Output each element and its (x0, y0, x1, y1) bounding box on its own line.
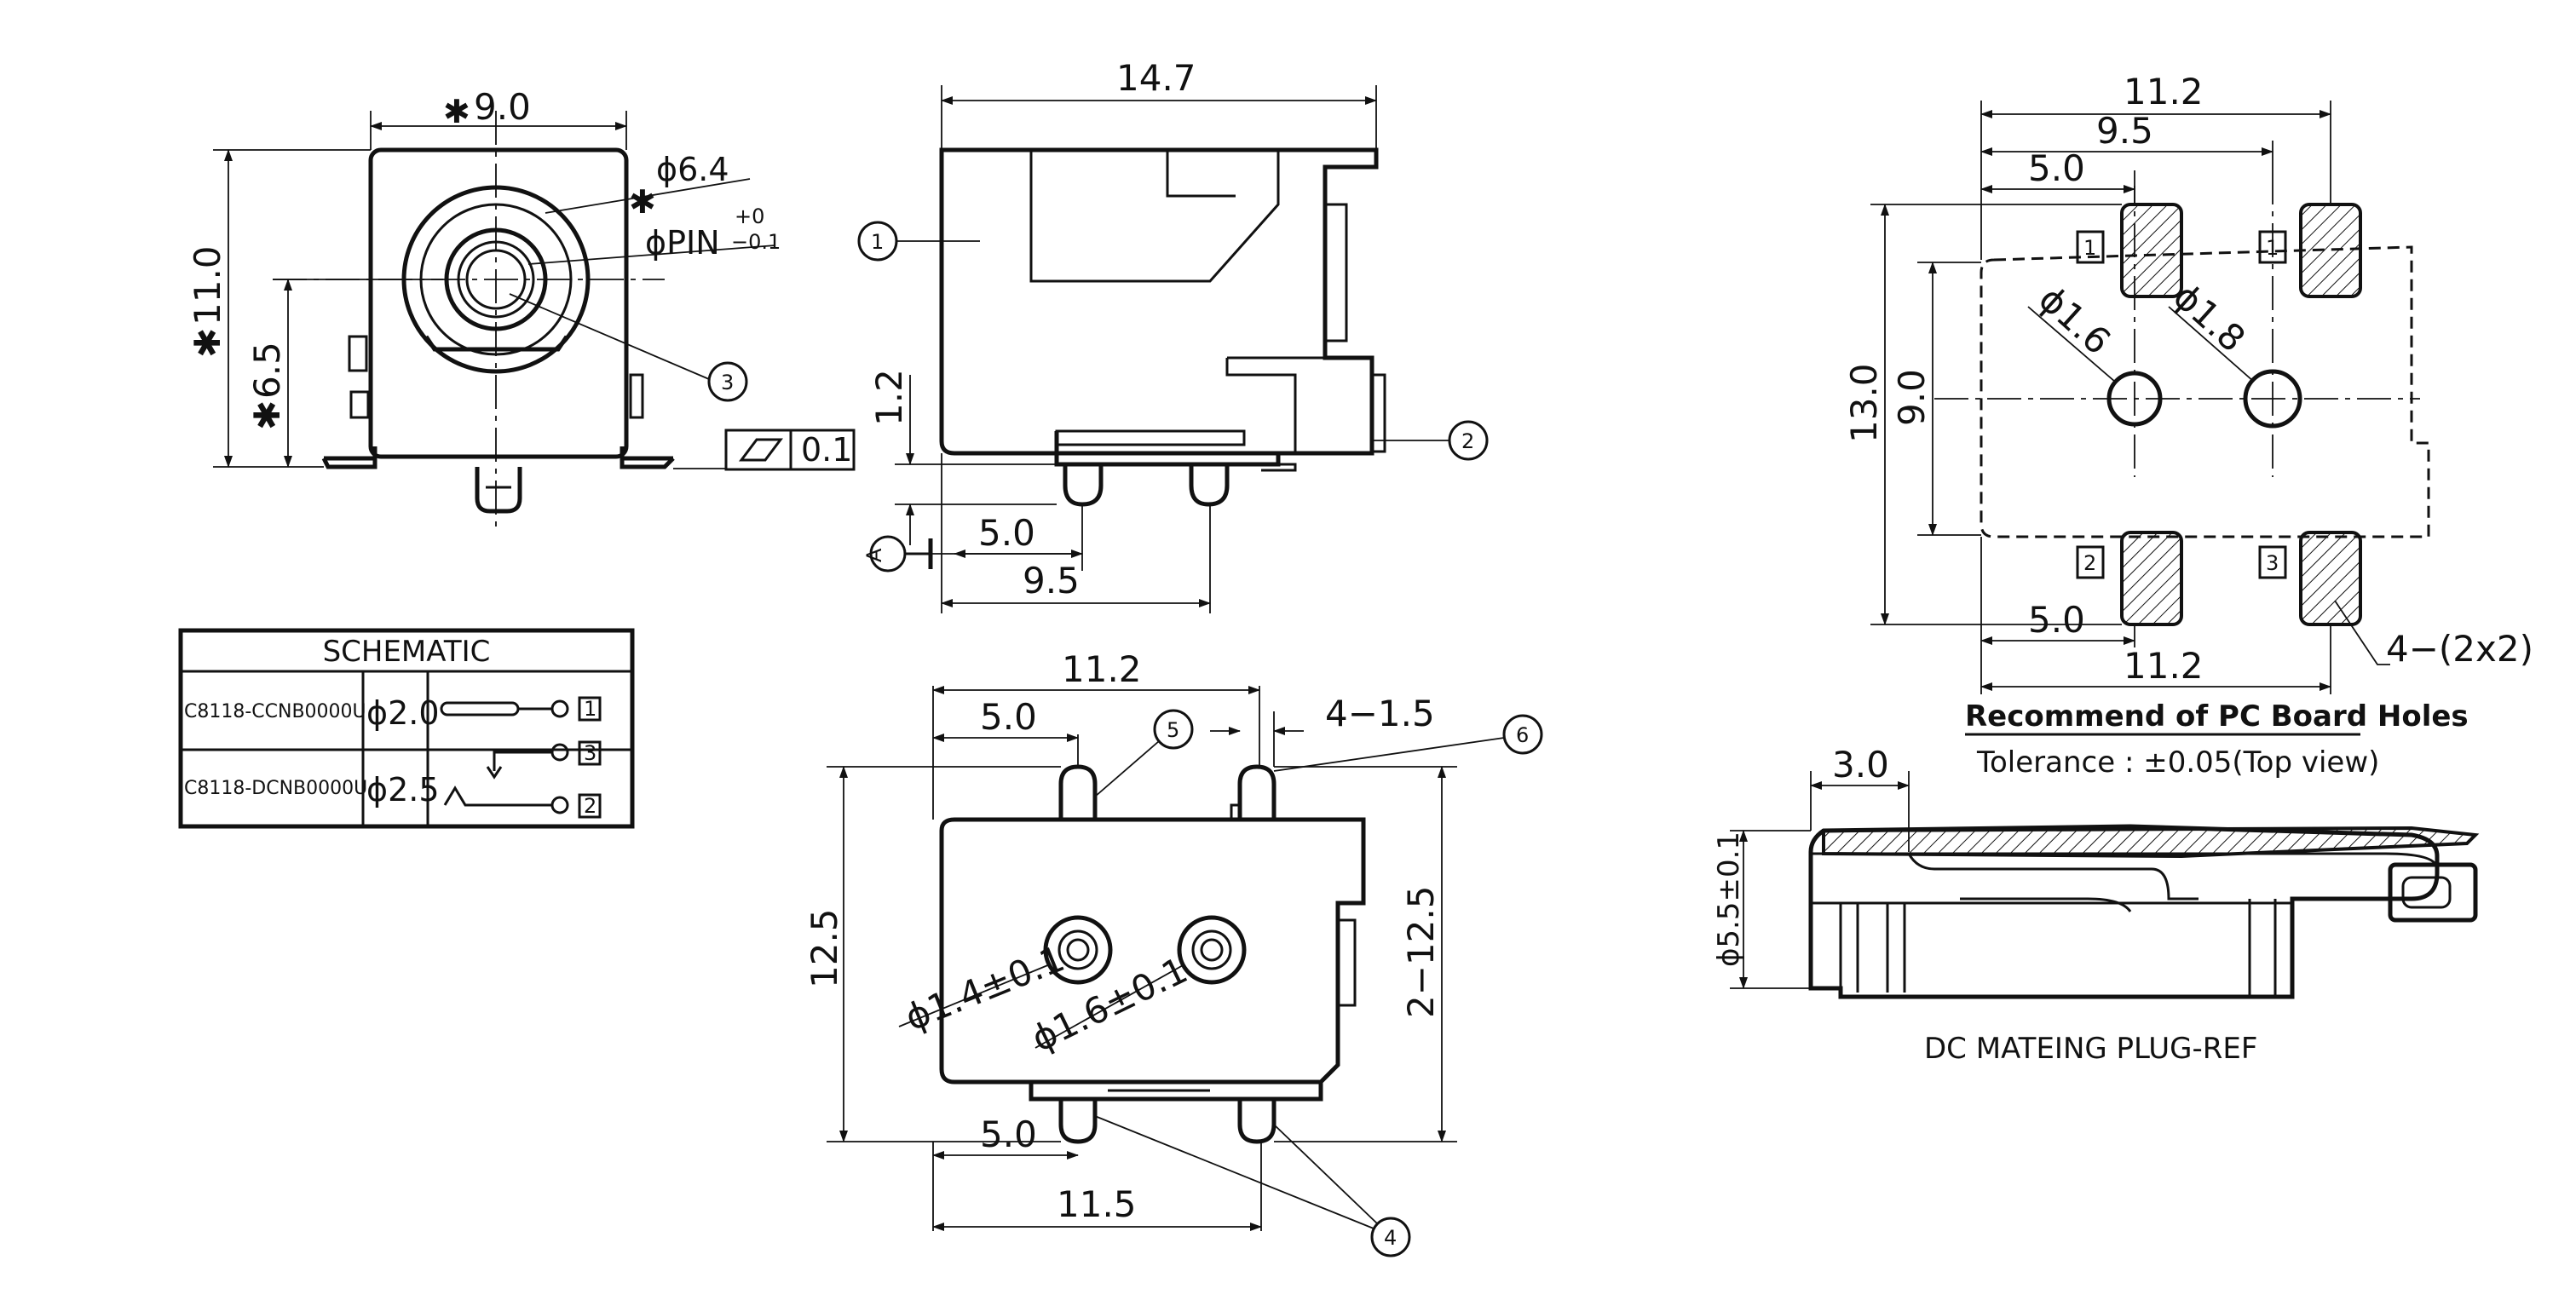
mating-plug: 3.0 ϕ5.5±0.1 DC MATEING PLUG-REF (1712, 744, 2480, 1066)
pcb-hole-a: ϕ1.6 (2031, 278, 2118, 363)
front-width-dim: 9.0 (474, 86, 531, 128)
flatness-value: 0.1 (801, 431, 852, 469)
plug-diameter-dim: ϕ5.5±0.1 (1712, 832, 1746, 967)
pad-label-2: 2 (2083, 551, 2096, 575)
bottom-offset-dim: 5.0 (980, 696, 1037, 738)
front-height-dim: 11.0 (187, 245, 228, 325)
plug-length-dim: 3.0 (1832, 744, 1889, 785)
schematic-terminal-2: 2 (584, 794, 596, 818)
front-view: ✱ 9.0 ✱ 11.0 ✱ 6.5 ✱ ϕ6.4 ϕPIN +0 −0.1 3… (187, 86, 856, 528)
side-pitch-a: 5.0 (978, 512, 1035, 554)
front-asterisk-c: ✱ (246, 400, 288, 430)
pin-label: ϕPIN (645, 224, 720, 262)
side-pitch-b: 9.5 (1023, 560, 1080, 601)
front-asterisk-h: ✱ (187, 328, 228, 358)
schematic-pin-2: ϕ2.5 (366, 771, 440, 808)
callout-3: 3 (721, 371, 734, 394)
tab-dim: 4−1.5 (1325, 693, 1435, 734)
callout-4: 4 (1384, 1226, 1397, 1250)
pcb-width-top: 11.2 (2124, 71, 2204, 112)
pcb-layout: 1 1 2 3 11.2 9.5 5.0 13.0 9.0 ϕ1.6 ϕ1.8 (1843, 71, 2533, 780)
callout-5: 5 (1167, 718, 1179, 742)
pcb-title: Recommend of PC Board Holes (1965, 699, 2469, 734)
datum-label: A (862, 548, 886, 562)
schematic-terminal-3: 3 (584, 741, 596, 765)
callout-2: 2 (1461, 429, 1474, 453)
pad-label-3: 3 (2266, 551, 2279, 575)
side-length-dim: 14.7 (1116, 57, 1196, 99)
schematic-title: SCHEMATIC (323, 635, 491, 669)
schematic-pin-1: ϕ2.0 (366, 694, 440, 732)
front-center-dim: 6.5 (246, 342, 288, 399)
schematic-part-2: C8118-DCNB0000U (184, 778, 367, 799)
pin-tol-lower: −0.1 (731, 230, 781, 254)
pcb-offset-top: 5.0 (2028, 147, 2085, 189)
pcb-height-inner: 9.0 (1891, 369, 1933, 426)
schematic-part-1: C8118-CCNB0000U (184, 701, 366, 722)
pcb-tolerance: Tolerance : ±0.05(Top view) (1976, 745, 2379, 780)
pcb-width-bottom: 11.2 (2124, 645, 2204, 687)
bottom-height-dim: 12.5 (804, 908, 845, 988)
front-asterisk-w: ✱ (443, 93, 470, 130)
bottom-lower-offset: 5.0 (980, 1113, 1037, 1155)
bore-diameter: ϕ6.4 (656, 151, 729, 188)
pad-label-1a: 1 (2083, 236, 2096, 260)
callout-1: 1 (871, 230, 884, 254)
schematic-terminal-1: 1 (584, 697, 596, 721)
standoff-dim: 1.2 (868, 369, 910, 426)
plug-caption: DC MATEING PLUG-REF (1924, 1032, 2257, 1066)
schematic: SCHEMATIC C8118-CCNB0000U ϕ2.0 C8118-DCN… (178, 628, 635, 829)
front-asterisk-bore: ✱ (629, 183, 656, 221)
bottom-width-dim: 11.2 (1062, 648, 1142, 690)
side-view: 14.7 1.2 5.0 9.5 A 1 2 (857, 57, 1489, 613)
pcb-height-outer: 13.0 (1843, 363, 1885, 443)
pcb-offset-bottom: 5.0 (2028, 599, 2085, 641)
callout-6: 6 (1516, 723, 1529, 747)
bottom-lower-width: 11.5 (1057, 1183, 1137, 1225)
pcb-pad-count: 4−(2x2) (2386, 628, 2533, 670)
bottom-view: 11.2 5.0 4−1.5 12.5 2−12.5 ϕ1.4±0.1 ϕ1.6… (804, 648, 1543, 1257)
pin-tol-upper: +0 (735, 204, 764, 228)
bottom-height2-dim: 2−12.5 (1400, 886, 1442, 1018)
pcb-pitch-mid: 9.5 (2096, 110, 2153, 152)
